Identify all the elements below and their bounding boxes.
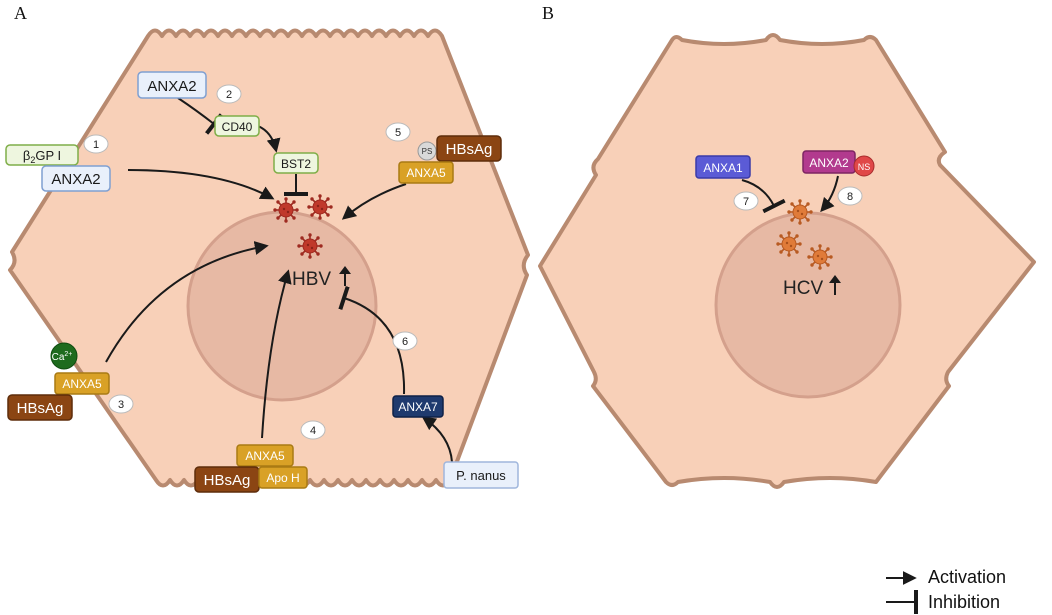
hbv-label: HBV xyxy=(292,269,331,290)
arrow-step4 xyxy=(261,269,292,439)
anxa7-box: ANXA7 xyxy=(392,395,444,418)
arrow-step6-inhibits xyxy=(338,285,406,395)
svg-text:7: 7 xyxy=(743,196,749,208)
legend-activation: Activation xyxy=(928,567,1006,587)
svg-text:HBsAg: HBsAg xyxy=(204,472,251,489)
step-badge: 1 xyxy=(83,134,109,154)
panel-letter-b: B xyxy=(542,3,554,23)
legend: Activation Inhibition xyxy=(886,567,1006,614)
virus-icon xyxy=(306,193,334,221)
pnanus-box: P. nanus xyxy=(443,461,519,489)
virus-icon xyxy=(806,243,834,271)
nucleus-a xyxy=(186,210,378,402)
svg-text:4: 4 xyxy=(310,425,316,437)
ca-badge: Ca2+ xyxy=(50,342,78,370)
virus-icon xyxy=(786,198,814,226)
hbsag-right-box: HBsAg xyxy=(436,135,502,162)
svg-text:6: 6 xyxy=(402,336,408,348)
svg-text:CD40: CD40 xyxy=(222,120,253,134)
arrow-step1 xyxy=(127,169,275,200)
svg-text:PS: PS xyxy=(422,147,433,156)
svg-text:5: 5 xyxy=(395,127,401,139)
svg-text:ANXA2: ANXA2 xyxy=(809,156,849,170)
svg-text:Ca2+: Ca2+ xyxy=(52,351,73,363)
up-arrow-icon xyxy=(829,275,841,295)
svg-text:ANXA7: ANXA7 xyxy=(398,400,438,414)
hcv-label: HCV xyxy=(783,278,823,299)
apoh-box: Apo H xyxy=(258,466,308,489)
anxa5-left-box: ANXA5 xyxy=(54,372,110,395)
legend-inhibition: Inhibition xyxy=(928,592,1000,612)
arrow-anxa1-inhibits xyxy=(741,179,786,214)
ns-badge: NS xyxy=(853,155,875,177)
svg-text:2: 2 xyxy=(226,89,232,101)
step-badge: 5 xyxy=(385,122,411,142)
step-badge: 8 xyxy=(837,186,863,206)
anxa1-box: ANXA1 xyxy=(695,155,751,179)
svg-text:P. nanus: P. nanus xyxy=(456,468,506,483)
anxa5-right-box: ANXA5 xyxy=(398,161,454,184)
step-badge: 2 xyxy=(216,84,242,104)
svg-text:HBsAg: HBsAg xyxy=(446,141,493,158)
svg-text:BST2: BST2 xyxy=(281,157,311,171)
ps-badge: PS xyxy=(417,141,437,161)
svg-text:Apo H: Apo H xyxy=(266,471,299,485)
b2gp-box: β2GP I xyxy=(5,144,79,166)
svg-text:ANXA2: ANXA2 xyxy=(51,171,100,188)
svg-text:ANXA2: ANXA2 xyxy=(147,78,196,95)
virus-icon xyxy=(775,230,803,258)
anxa2-pink-box: ANXA2 xyxy=(802,150,856,174)
svg-text:NS: NS xyxy=(858,162,871,172)
svg-text:HBsAg: HBsAg xyxy=(17,400,64,417)
arrow-anxa2-activates xyxy=(820,175,839,213)
step-badge: 6 xyxy=(392,331,418,351)
svg-text:ANXA5: ANXA5 xyxy=(406,166,446,180)
virus-icon xyxy=(272,196,300,224)
hbsag-left-box: HBsAg xyxy=(7,394,73,421)
svg-text:3: 3 xyxy=(118,399,124,411)
virus-icon xyxy=(296,232,324,260)
hbsag-bottom-box: HBsAg xyxy=(194,466,260,493)
arrow-cd40-bst2 xyxy=(257,125,281,153)
svg-text:ANXA5: ANXA5 xyxy=(62,377,102,391)
svg-text:ANXA5: ANXA5 xyxy=(245,449,285,463)
bst2-box: BST2 xyxy=(273,152,319,174)
anxa5-bottom-box: ANXA5 xyxy=(236,444,294,467)
arrow-step5 xyxy=(341,183,407,220)
arrow-anxa2-inhibits-cd40 xyxy=(177,97,223,135)
cd40-box: CD40 xyxy=(214,115,260,137)
step-badge: 3 xyxy=(108,394,134,414)
svg-text:8: 8 xyxy=(847,191,853,203)
anxa2-top-box: ANXA2 xyxy=(137,71,207,99)
svg-text:1: 1 xyxy=(93,139,99,151)
arrow-pnanus-anxa7 xyxy=(421,416,453,463)
up-arrow-icon xyxy=(339,266,351,286)
svg-text:β2GP I: β2GP I xyxy=(23,148,61,165)
panel-letter-a: A xyxy=(14,3,27,23)
svg-text:ANXA1: ANXA1 xyxy=(703,161,743,175)
arrow-step3 xyxy=(105,241,269,363)
anxa2-left-box: ANXA2 xyxy=(41,165,111,192)
step-badge: 7 xyxy=(733,191,759,211)
nucleus-b xyxy=(714,211,902,399)
step-badge: 4 xyxy=(300,420,326,440)
